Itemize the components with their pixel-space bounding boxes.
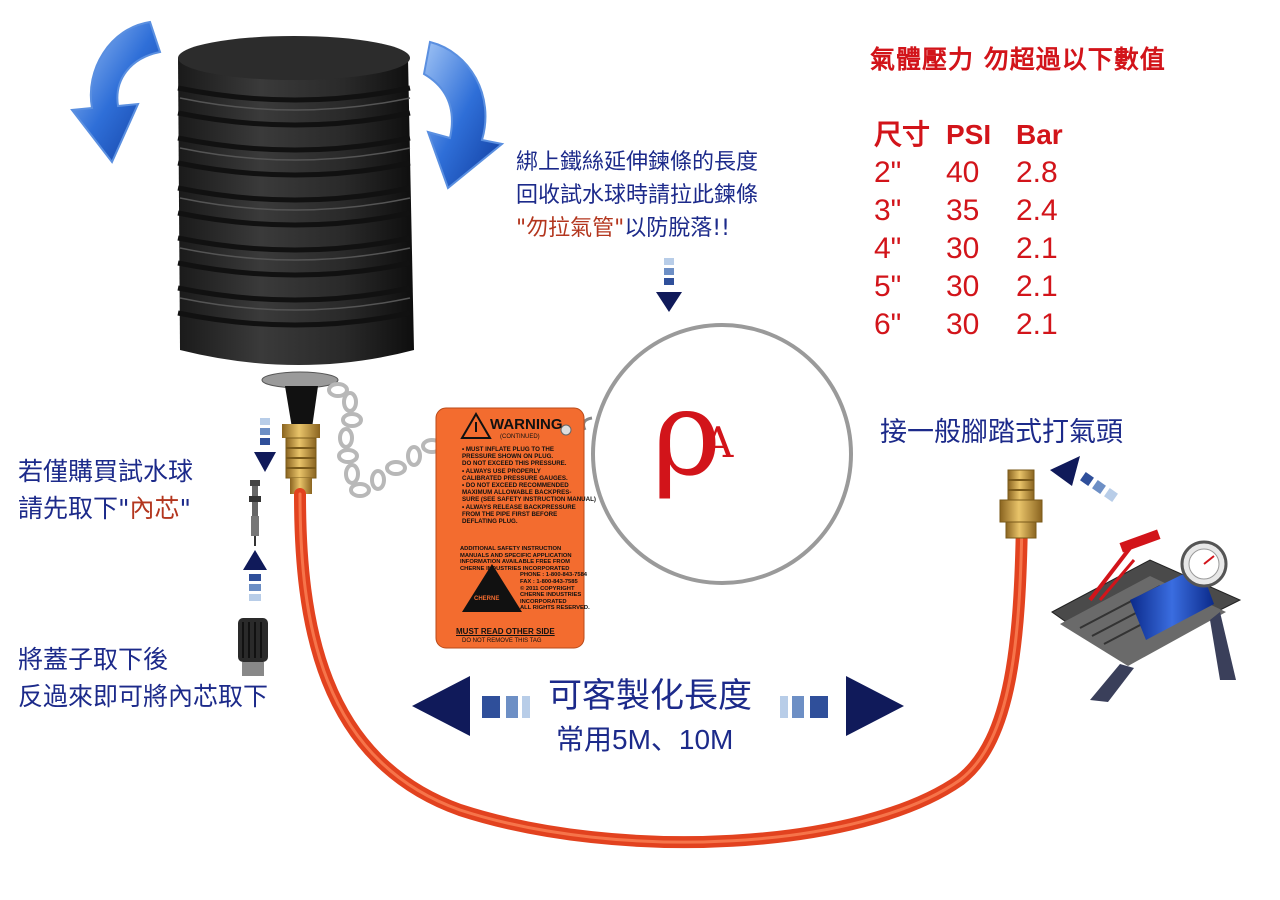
warning-tag-footer2: DO NOT REMOVE THIS TAG — [462, 638, 542, 644]
tag-line: • MUST INFLATE PLUG TO THE — [462, 446, 554, 453]
tag-info-line: ALL RIGHTS RESERVED. — [520, 605, 590, 612]
table-row: 4" 30 2.1 — [868, 230, 1086, 268]
tag-info-line: ADDITIONAL SAFETY INSTRUCTION — [460, 546, 562, 552]
table-row: 5" 30 2.1 — [868, 268, 1086, 306]
table-row: 2" 40 2.8 — [868, 154, 1086, 192]
tag-line: • ALWAYS RELEASE BACKPRESSURE — [462, 503, 576, 511]
pull-ring — [591, 323, 853, 585]
valve-core — [249, 480, 261, 546]
table-row: 6" 30 2.1 — [868, 306, 1086, 344]
chain-note-line1: 綁上鐵絲延伸鍊條的長度 — [516, 150, 759, 175]
logo-a: A — [703, 418, 734, 467]
tag-info-line: PHONE : 1-800-843-7584 — [520, 572, 588, 579]
down-arrow-icon — [656, 258, 682, 312]
tag-info-line: INFORMATION AVAILABLE FREE FROM — [460, 559, 570, 566]
rotate-left-arrow-icon — [70, 20, 162, 164]
cell-psi: 40 — [946, 156, 980, 189]
table-header-row: 尺寸 PSI Bar — [868, 116, 1086, 154]
chain — [327, 382, 456, 498]
cell-psi: 35 — [946, 194, 980, 227]
cell-bar: 2.1 — [1016, 232, 1058, 265]
tag-info-line: FAX : 1-800-843-7585 — [520, 578, 578, 585]
core-note-line2: 請先取下"內芯" — [18, 490, 193, 527]
logo-rho: ρ — [652, 364, 722, 502]
valve-cap — [238, 618, 268, 676]
cell-size: 3" — [874, 194, 902, 227]
pressure-limit-title: 氣體壓力 勿超過以下數值 — [870, 45, 1166, 74]
tag-line: CALIBRATED PRESSURE GAUGES. — [462, 474, 568, 482]
cell-size: 5" — [874, 270, 902, 303]
right-arrow-icon — [780, 676, 904, 736]
warning-tag-info: ADDITIONAL SAFETY INSTRUCTION MANUALS AN… — [460, 546, 590, 612]
warning-tag — [435, 407, 585, 649]
cell-bar: 2.4 — [1016, 194, 1058, 227]
tag-info-line: CHERNE INDUSTRIES INCORPORATED — [460, 565, 570, 572]
diagonal-arrow-icon — [1050, 456, 1118, 502]
cell-bar: 2.8 — [1016, 156, 1058, 189]
warning-tag-body: • MUST INFLATE PLUG TO THE PRESSURE SHOW… — [462, 446, 596, 525]
up-arrow-icon — [243, 550, 267, 601]
warning-tag-title: WARNING — [490, 416, 563, 433]
hose-length-subtitle: 常用5M、10M — [556, 724, 734, 755]
rotate-right-arrow-icon — [422, 40, 505, 190]
test-plug — [177, 36, 414, 494]
chain-note-line2: 回收試水球時請拉此鍊條 — [516, 183, 759, 208]
tag-line: DO NOT EXCEED THIS PRESSURE. — [462, 460, 567, 468]
left-arrow-icon — [412, 676, 530, 736]
cap-note-line1: 將蓋子取下後 — [18, 645, 169, 674]
tag-line: PRESSURE SHOWN ON PLUG. — [462, 453, 554, 461]
core-note-prefix: 請先取下" — [18, 494, 130, 523]
table-row: 3" 35 2.4 — [868, 192, 1086, 230]
cell-psi: 30 — [946, 270, 980, 303]
tag-line: FROM THE PIPE FIRST BEFORE — [462, 510, 558, 518]
cell-size: 2" — [874, 156, 902, 189]
cap-note-line2: 反過來即可將內芯取下 — [18, 682, 269, 711]
down-arrow-icon — [254, 418, 276, 472]
warning-tag-brand: CHERNE — [474, 596, 500, 602]
tag-line: SURE (SEE SAFETY INSTRUCTION MANUAL) — [462, 496, 596, 504]
cell-bar: 2.1 — [1016, 270, 1058, 303]
pressure-limit-table: 尺寸 PSI Bar 2" 40 2.8 3" 35 2.4 4" 30 2.1… — [868, 116, 1086, 344]
cell-psi: 30 — [946, 232, 980, 265]
chain-note-warning: "勿拉氣管" — [516, 216, 625, 241]
header-size: 尺寸 — [874, 119, 931, 150]
header-psi: PSI — [946, 119, 992, 150]
header-bar: Bar — [1016, 119, 1063, 150]
hose-end-fitting — [999, 469, 1043, 539]
cell-size: 4" — [874, 232, 902, 265]
core-note-highlight: 內芯 — [129, 494, 180, 523]
cap-note: 將蓋子取下後 反過來即可將內芯取下 — [18, 641, 268, 715]
core-note: 若僅購買試水球 請先取下"內芯" — [18, 453, 193, 527]
hose-length-title: 可客製化長度 — [548, 676, 752, 716]
tag-line: MAXIMUM ALLOWABLE BACKPRES- — [462, 489, 572, 497]
pump-note: 接一般腳踏式打氣頭 — [880, 417, 1123, 448]
tag-line: • DO NOT EXCEED RECOMMENDED — [462, 482, 569, 490]
chain-note-line3: "勿拉氣管"以防脫落!! — [516, 212, 758, 245]
tag-info-line: CHERNE INDUSTRIES — [520, 592, 582, 599]
chain-note: 綁上鐵絲延伸鍊條的長度 回收試水球時請拉此鍊條 "勿拉氣管"以防脫落!! — [516, 146, 758, 245]
tag-info-line: INCORPORATED — [520, 598, 567, 605]
core-note-suffix: " — [179, 494, 192, 523]
core-note-line1: 若僅購買試水球 — [18, 457, 194, 486]
tag-info-line: © 2011 COPYRIGHT — [520, 585, 575, 592]
cell-size: 6" — [874, 308, 902, 341]
tag-info-line: MANUALS AND SPECIFIC APPLICATION — [460, 552, 572, 559]
tag-line: DEFLATING PLUG. — [462, 518, 518, 526]
cell-bar: 2.1 — [1016, 308, 1058, 341]
tag-line: • ALWAYS USE PROPERLY — [462, 467, 541, 475]
warning-tag-footer1: MUST READ OTHER SIDE — [456, 627, 555, 636]
foot-pump — [1051, 529, 1242, 702]
cell-psi: 30 — [946, 308, 980, 341]
chain-note-rest: 以防脫落!! — [624, 216, 730, 241]
warning-tag-continued: (CONTINUED) — [500, 434, 540, 440]
